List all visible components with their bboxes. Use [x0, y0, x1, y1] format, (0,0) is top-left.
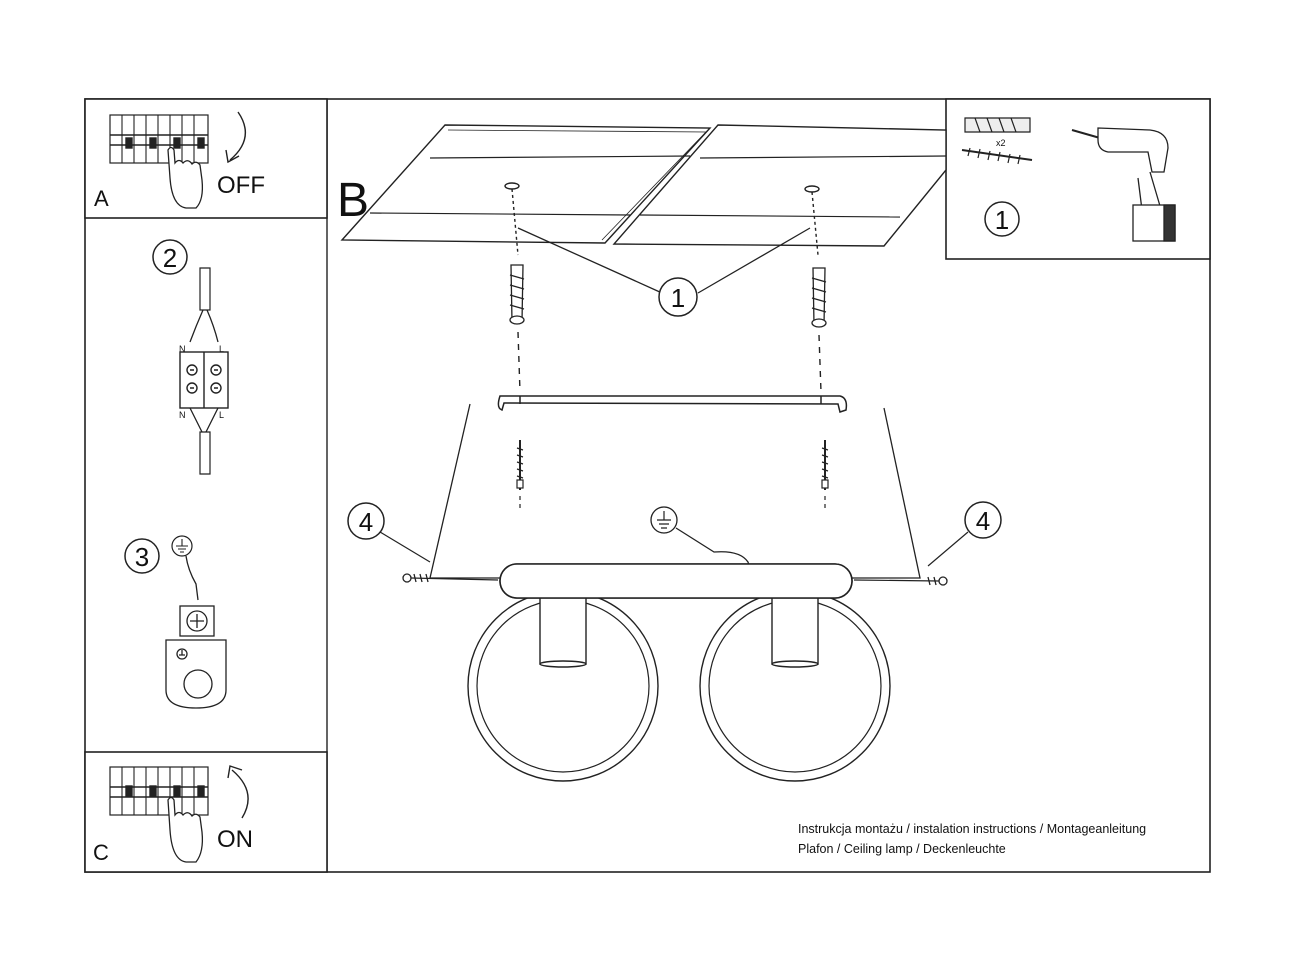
wire-n-bottom: N [179, 410, 186, 420]
canopy-outline [429, 403, 921, 579]
panel-b-ceiling: B 1 [337, 124, 947, 317]
breaker-box-icon [109, 114, 209, 164]
step-4-right-circle [964, 501, 1002, 539]
panel-b-kit: x2 1 [945, 98, 1211, 260]
step-1-ceiling-number: 1 [671, 283, 685, 313]
panel-a: A OFF [84, 98, 328, 219]
step-4-left-circle [347, 502, 385, 540]
hand-icon [167, 146, 204, 209]
step-3-number: 3 [135, 542, 149, 572]
wire-l-bottom: L [219, 410, 224, 420]
ground-symbol-main [650, 506, 751, 569]
step-1-ceiling-circle [658, 277, 698, 317]
ring-right [699, 590, 891, 782]
hand-on-icon [167, 796, 204, 863]
arrow-down-icon [229, 111, 247, 161]
breaker-box-on-icon [109, 766, 209, 816]
ring-left [467, 590, 659, 782]
arrow-up-icon [231, 769, 249, 819]
footer-line-2: Plafon / Ceiling lamp / Deckenleuchte [798, 842, 1006, 856]
step-3-circle [124, 538, 160, 574]
step-1-kit-number: 1 [995, 205, 1009, 235]
wall-plug-icon [964, 117, 1031, 133]
step-4-right-number: 4 [976, 506, 990, 536]
panel-c-letter: C [93, 840, 109, 865]
step-4-left-number: 4 [359, 507, 373, 537]
panel-a-state: OFF [217, 172, 265, 199]
outer-frame [84, 98, 1211, 873]
side-screw-right-icon [853, 576, 948, 586]
step-2-circle [152, 239, 188, 275]
wire-n-top: N [179, 344, 186, 354]
footer-line-1: Instrukcja montażu / instalation instruc… [798, 822, 1146, 836]
wall-plug-right-icon [811, 267, 827, 328]
drill-icon [1071, 127, 1176, 242]
kit-count: x2 [996, 138, 1006, 148]
screw-left-icon [516, 440, 524, 510]
screw-icon [961, 147, 1033, 165]
drill-hole-left [504, 182, 520, 190]
wall-plug-left-icon [509, 264, 525, 325]
step-1-kit-circle [984, 201, 1020, 237]
shade-right [771, 597, 819, 665]
panel-c-state: ON [217, 826, 253, 853]
panel-c-box [84, 751, 328, 873]
step-2-wiring: 2 N L N L [152, 239, 229, 475]
ground-terminal-icon [165, 605, 227, 709]
wire-l-top: L [219, 344, 224, 354]
side-screw-left-icon [402, 573, 499, 583]
panel-c: C ON [84, 751, 328, 873]
step-2-number: 2 [163, 243, 177, 273]
screw-right-icon [821, 440, 829, 510]
step-3-ground: 3 [124, 535, 227, 709]
panel-a-letter: A [94, 186, 109, 211]
mounting-bracket [497, 395, 848, 413]
panel-a-box [84, 98, 328, 219]
shade-left [539, 597, 587, 665]
